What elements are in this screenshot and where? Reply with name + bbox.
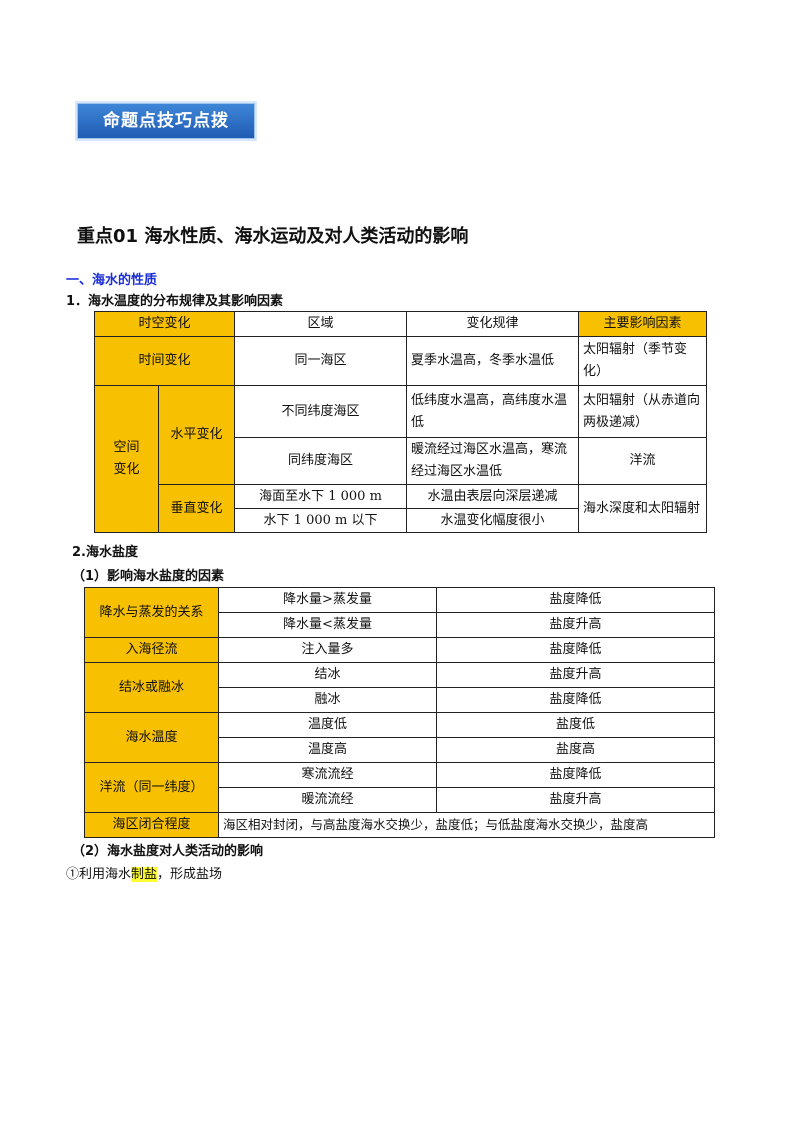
section-title: 一、海水的性质 — [66, 273, 158, 288]
cell-vertical: 垂直变化 — [157, 484, 236, 533]
para-highlight: 制盐 — [131, 867, 158, 882]
cell-r1b-cond: 降水量<蒸发量 — [218, 612, 437, 638]
paragraph-salt: ①利用海水制盐，形成盐场 — [66, 863, 222, 882]
cell-r1a-cond: 降水量>蒸发量 — [218, 587, 437, 613]
cell-h1-rule: 低纬度水温高，高纬度水温低 — [406, 385, 580, 438]
space-change-text: 空间变化 — [113, 440, 140, 477]
section-banner: 命题点技巧点拨 — [77, 97, 257, 141]
cell-r4a-cond: 温度低 — [218, 712, 437, 738]
cell-v1-rule: 水温由表层向深层递减 — [406, 484, 580, 509]
cell-r1a-res: 盐度降低 — [436, 587, 715, 613]
cell-horizontal: 水平变化 — [157, 385, 236, 485]
cell-r3-factor: 结冰或融冰 — [84, 662, 219, 713]
cell-r5b-cond: 暖流流经 — [218, 787, 437, 813]
cell-v1-region: 海面至水下 1 000 m — [234, 484, 408, 509]
cell-r2-factor: 入海径流 — [84, 637, 219, 663]
subsection-salinity-impact: （2）海水盐度对人类活动的影响 — [72, 844, 264, 859]
cell-v2-rule: 水温变化幅度很小 — [406, 508, 580, 533]
temperature-table: 时空变化 区域 变化规律 主要影响因素 时间变化 同一海区 夏季水温高，冬季水温… — [93, 311, 708, 533]
cell-r4-factor: 海水温度 — [84, 712, 219, 763]
cell-r3b-cond: 融冰 — [218, 687, 437, 713]
subsection-salinity: 2.海水盐度 — [72, 545, 138, 560]
cell-time-change: 时间变化 — [93, 336, 236, 386]
header-time-space: 时空变化 — [93, 311, 236, 337]
cell-v-factor: 海水深度和太阳辐射 — [578, 484, 708, 533]
para-suffix: ，形成盐场 — [157, 867, 223, 882]
cell-r4b-cond: 温度高 — [218, 737, 437, 763]
cell-r6-factor: 海区闭合程度 — [84, 812, 219, 838]
cell-time-region: 同一海区 — [234, 336, 408, 386]
header-factor: 主要影响因素 — [578, 311, 708, 337]
page-heading: 重点01 海水性质、海水运动及对人类活动的影响 — [77, 226, 469, 247]
salinity-table: 降水与蒸发的关系 降水量>蒸发量 盐度降低 降水量<蒸发量 盐度升高 入海径流 … — [84, 587, 715, 838]
cell-h2-region: 同纬度海区 — [234, 437, 408, 485]
cell-r5b-res: 盐度升高 — [436, 787, 715, 813]
cell-r2-res: 盐度降低 — [436, 637, 715, 663]
cell-space-change: 空间变化 — [94, 385, 159, 533]
subsection-salinity-factors: （1）影响海水盐度的因素 — [72, 569, 225, 584]
cell-v2-region: 水下 1 000 m 以下 — [234, 508, 408, 533]
cell-r5a-cond: 寒流流经 — [218, 762, 437, 788]
cell-r4a-res: 盐度低 — [436, 712, 715, 738]
cell-r3a-res: 盐度升高 — [436, 662, 715, 688]
banner-dots — [127, 97, 151, 112]
cell-r3b-res: 盐度降低 — [436, 687, 715, 713]
cell-r1-factor: 降水与蒸发的关系 — [84, 587, 219, 638]
cell-r1b-res: 盐度升高 — [436, 612, 715, 638]
banner-box: 命题点技巧点拨 — [77, 103, 255, 139]
cell-r5a-res: 盐度降低 — [436, 762, 715, 788]
cell-r4b-res: 盐度高 — [436, 737, 715, 763]
cell-r6-desc: 海区相对封闭，与高盐度海水交换少，盐度低；与低盐度海水交换少，盐度高 — [218, 812, 715, 838]
cell-r2-cond: 注入量多 — [218, 637, 437, 663]
cell-r3a-cond: 结冰 — [218, 662, 437, 688]
para-prefix: ①利用海水 — [66, 867, 132, 882]
cell-h2-rule: 暖流经过海区水温高，寒流经过海区水温低 — [406, 437, 580, 485]
cell-r5-factor: 洋流（同一纬度） — [84, 762, 219, 813]
cell-time-factor: 太阳辐射（季节变化） — [578, 336, 708, 386]
subsection-temperature: 1．海水温度的分布规律及其影响因素 — [66, 294, 284, 309]
banner-title: 命题点技巧点拨 — [103, 111, 229, 131]
header-region: 区域 — [234, 311, 408, 337]
cell-time-rule: 夏季水温高，冬季水温低 — [406, 336, 580, 386]
cell-h1-factor: 太阳辐射（从赤道向两极递减） — [578, 385, 708, 438]
header-rule: 变化规律 — [406, 311, 580, 337]
cell-h2-factor: 洋流 — [578, 437, 708, 485]
cell-h1-region: 不同纬度海区 — [234, 385, 408, 438]
